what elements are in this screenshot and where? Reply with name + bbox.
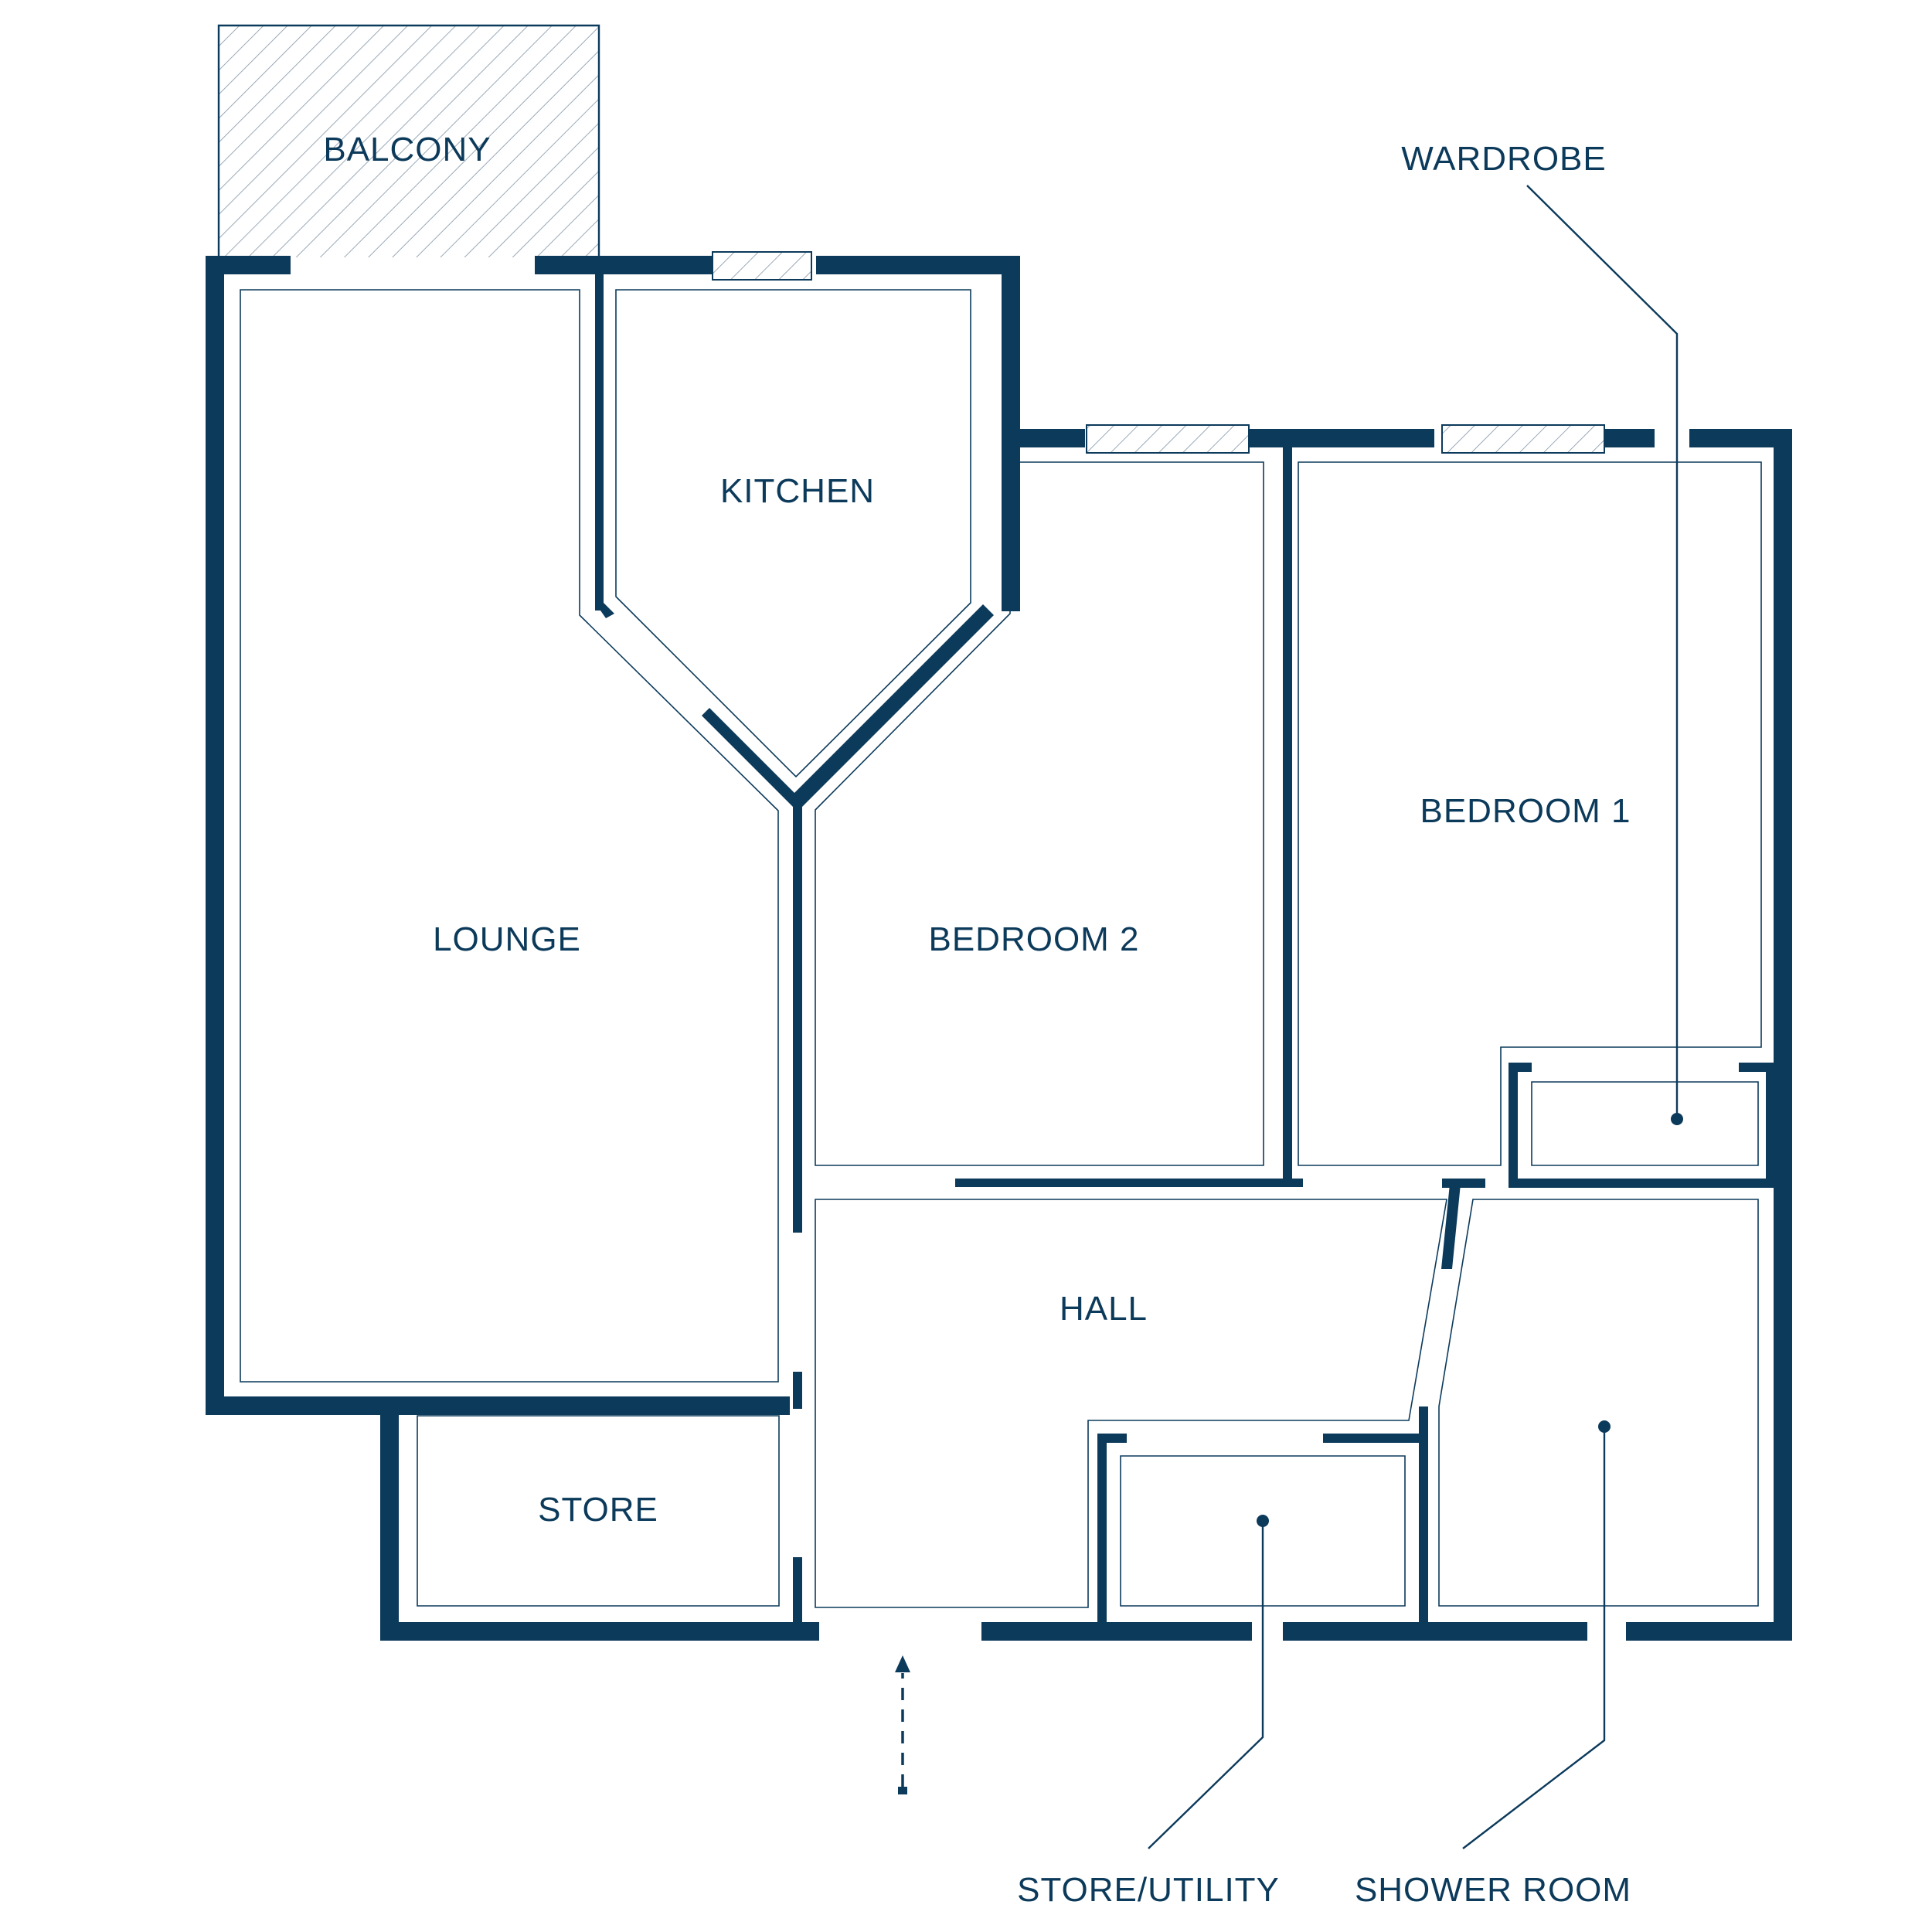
balcony	[217, 24, 600, 257]
labels: BALCONY KITCHEN LOUNGE BEDROOM 2 BEDROOM…	[323, 131, 1631, 1909]
hall-label: HALL	[1060, 1290, 1148, 1328]
balcony-label: BALCONY	[323, 131, 491, 168]
bedroom1-label: BEDROOM 1	[1420, 792, 1631, 830]
bedroom1-window	[1441, 424, 1605, 454]
wardrobe-label: WARDROBE	[1401, 140, 1607, 178]
kitchen-window	[712, 251, 812, 281]
shower-room-marker	[1598, 1420, 1611, 1433]
store-label: STORE	[538, 1491, 658, 1529]
bedroom2-label: BEDROOM 2	[928, 920, 1139, 958]
walls	[206, 256, 1792, 1641]
store-utility-label: STORE/UTILITY	[1017, 1871, 1280, 1909]
lounge-label: LOUNGE	[433, 920, 581, 958]
wardrobe-marker	[1671, 1113, 1683, 1125]
store-utility-marker	[1257, 1515, 1269, 1527]
shower-room-label: SHOWER ROOM	[1355, 1871, 1631, 1909]
entrance-arrow-icon	[895, 1655, 910, 1794]
windows	[712, 251, 1605, 454]
bedroom2-window	[1086, 424, 1250, 454]
kitchen-label: KITCHEN	[720, 472, 875, 510]
callout-leaders	[1148, 185, 1683, 1849]
room-outlines	[240, 289, 1762, 1608]
